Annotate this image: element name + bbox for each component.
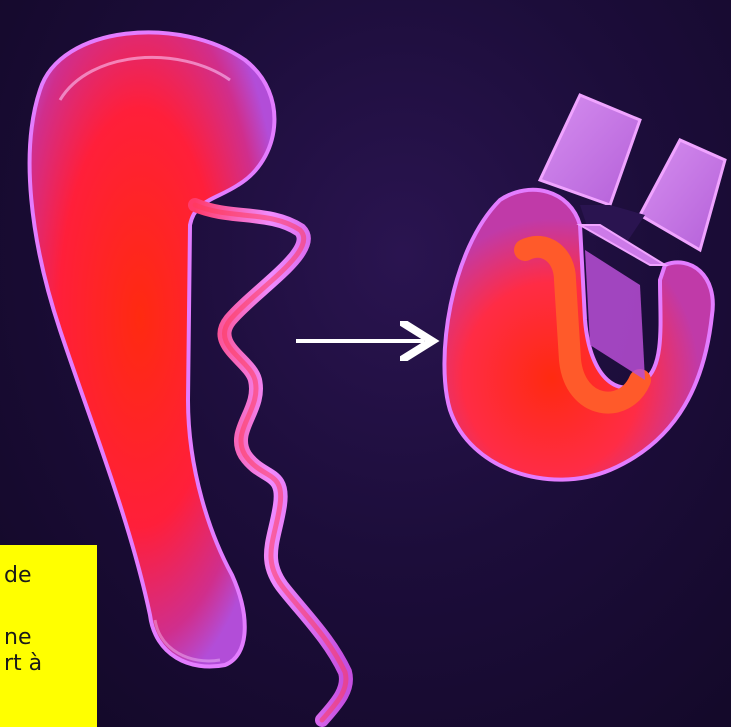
caption-line: rt à bbox=[4, 651, 42, 677]
caption-line: ne bbox=[4, 625, 31, 651]
caption-line: de bbox=[4, 563, 32, 589]
u-shaped-tube bbox=[444, 95, 725, 480]
yellow-caption-box: de ne rt à bbox=[0, 545, 97, 727]
